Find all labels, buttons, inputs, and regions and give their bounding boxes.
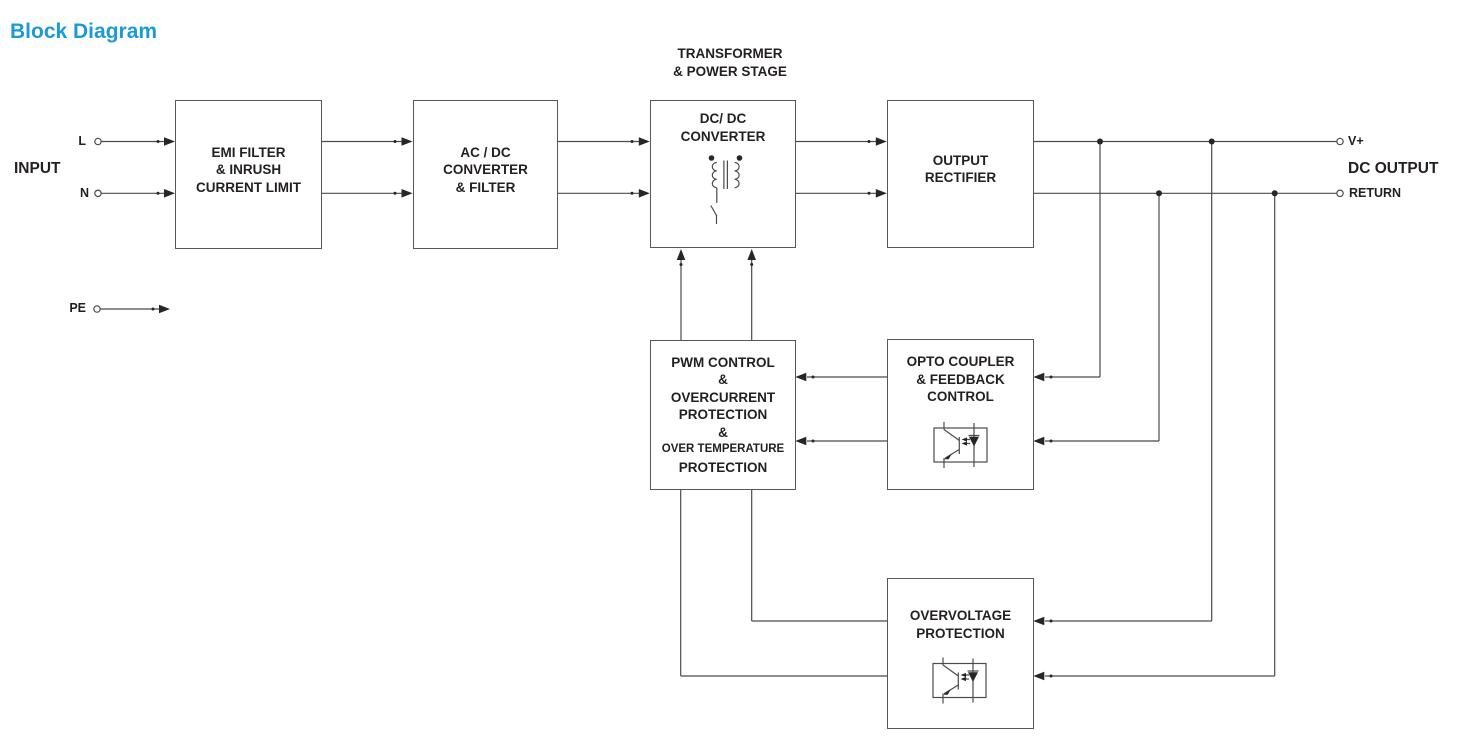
terminal-label-pe: PE xyxy=(69,301,86,315)
block-dcdc-converter: DC/ DC CONVERTER xyxy=(650,100,796,248)
block-label-line: PWM CONTROL xyxy=(671,354,775,370)
input-terminal-pe-icon xyxy=(93,305,101,313)
block-label-line: OPTO COUPLER xyxy=(906,354,1015,369)
arrowhead-icons xyxy=(151,137,1053,681)
block-label-line: AC / DC xyxy=(460,144,511,160)
junction-dot-icons xyxy=(1097,138,1278,197)
terminal-label-n: N xyxy=(79,186,89,200)
transformer-icon xyxy=(708,155,743,224)
block-emi-filter: EMI FILTER & INRUSH CURRENT LIMIT xyxy=(175,100,322,249)
output-terminal-return-icon xyxy=(1336,189,1344,198)
block-label-line: CONTROL xyxy=(927,389,994,404)
terminal-label-l: L xyxy=(78,134,86,148)
terminal-circle-icons xyxy=(93,137,1344,313)
transformer-power-stage-caption: TRANSFORMER & POWER STAGE xyxy=(648,45,812,81)
terminal-label-vplus: V+ xyxy=(1348,134,1364,148)
block-output-rectifier: OUTPUT RECTIFIER xyxy=(887,100,1034,248)
block-label-line: PROTECTION xyxy=(678,459,768,475)
block-label-line: & FEEDBACK xyxy=(916,371,1005,387)
block-label-line: PROTECTION xyxy=(678,407,768,423)
terminal-label-return: RETURN xyxy=(1349,186,1402,200)
block-label-line: RECTIFIER xyxy=(924,170,997,185)
caption-line: & POWER STAGE xyxy=(673,64,787,79)
input-label: INPUT xyxy=(14,160,61,177)
block-label-line: CONVERTER xyxy=(680,128,766,144)
block-label-line: CURRENT LIMIT xyxy=(196,179,301,195)
block-label-line: OVER TEMPERATURE xyxy=(661,443,785,456)
output-terminal-vplus-icon xyxy=(1336,137,1344,146)
block-pwm-control: PWM CONTROL & OVERCURRENT PROTECTION & O… xyxy=(650,340,796,490)
dc-output-label: DC OUTPUT xyxy=(1348,160,1439,177)
caption-line: TRANSFORMER xyxy=(677,46,783,61)
block-acdc-converter: AC / DC CONVERTER & FILTER xyxy=(413,100,558,249)
block-label-line: & INRUSH xyxy=(215,162,282,178)
block-label-line: OVERCURRENT xyxy=(670,389,776,405)
input-terminal-l-icon xyxy=(94,137,102,146)
block-label-line: & xyxy=(718,372,728,388)
block-label-line: & FILTER xyxy=(455,179,516,195)
block-label-line: OVERVOLTAGE xyxy=(909,608,1012,623)
block-label-line: CONVERTER xyxy=(443,162,528,178)
block-label-line: & xyxy=(718,424,728,440)
block-label-line: OUTPUT xyxy=(932,152,989,168)
block-label-line: PROTECTION xyxy=(916,625,1005,641)
input-terminal-n-icon xyxy=(94,189,102,198)
block-opto-coupler: OPTO COUPLER & FEEDBACK CONTROL xyxy=(887,339,1034,490)
block-label-line: DC/ DC xyxy=(699,111,747,126)
block-overvoltage-protection: OVERVOLTAGE PROTECTION xyxy=(887,578,1034,729)
wires xyxy=(100,140,1337,677)
page-title: Block Diagram xyxy=(10,20,158,44)
block-label-line: EMI FILTER xyxy=(211,144,286,160)
